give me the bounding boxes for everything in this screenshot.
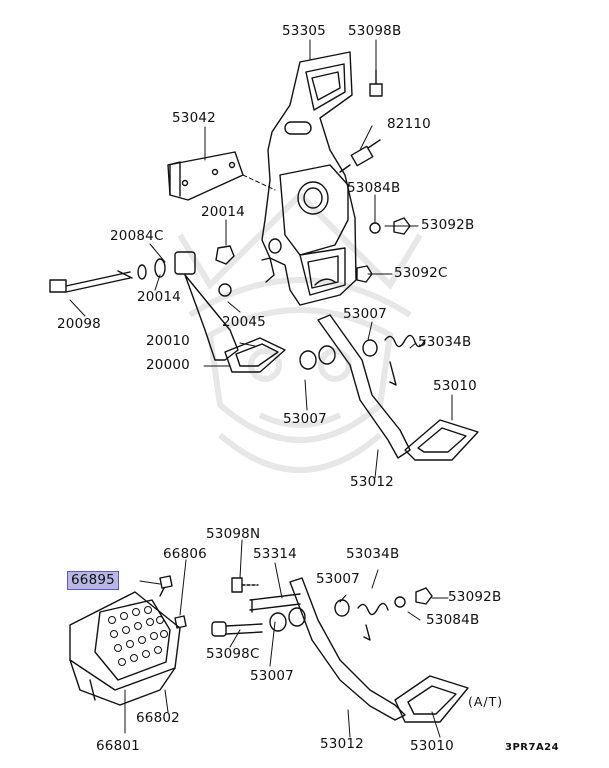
nut-53007-top: [362, 339, 378, 357]
switch-82110: [339, 139, 381, 173]
label-66806[interactable]: 66806: [163, 546, 207, 562]
spring-53034b-top: [384, 334, 426, 386]
label-53098c[interactable]: 53098C: [206, 646, 260, 662]
bolt-53098b-top: [369, 69, 383, 97]
label-53034b-bottom[interactable]: 53034B: [346, 546, 400, 562]
nut-20014-top: [215, 245, 235, 265]
label-53007-b[interactable]: 53007: [283, 411, 327, 427]
nut-53092b-top: [393, 217, 411, 235]
samurai-helmet-watermark-icon: [177, 192, 423, 473]
pin-53098c: [211, 621, 263, 637]
label-53092c[interactable]: 53092C: [394, 265, 448, 281]
nut-53007-bottom: [334, 599, 350, 617]
bracket-53042: [167, 151, 276, 201]
leader-lines-bottom: [124, 539, 449, 738]
nut-53084b-bottom: [394, 596, 406, 608]
label-53012-bottom[interactable]: 53012: [320, 736, 364, 752]
label-20014-a[interactable]: 20014: [201, 204, 245, 220]
leader-lines-top: [69, 39, 453, 479]
label-53007-a[interactable]: 53007: [343, 306, 387, 322]
label-66801[interactable]: 66801: [96, 738, 140, 754]
label-20014-b[interactable]: 20014: [137, 289, 181, 305]
label-66895-highlighted[interactable]: 66895: [67, 571, 119, 590]
label-53034b-top[interactable]: 53034B: [418, 334, 472, 350]
nut-53084b-top: [369, 222, 381, 234]
label-20084c[interactable]: 20084C: [110, 228, 164, 244]
label-82110[interactable]: 82110: [387, 116, 431, 132]
label-53092b-bottom[interactable]: 53092B: [448, 589, 502, 605]
nut-53092b-bottom: [415, 587, 433, 605]
label-53098b-top[interactable]: 53098B: [348, 23, 402, 39]
spring-53034b-bottom: [357, 602, 389, 641]
pin-20045: [218, 283, 232, 297]
label-53098n[interactable]: 53098N: [206, 526, 261, 542]
label-20098[interactable]: 20098: [57, 316, 101, 332]
bolt-53098n: [231, 577, 259, 593]
label-53092b-top[interactable]: 53092B: [421, 217, 475, 233]
label-53084b-bottom[interactable]: 53084B: [426, 612, 480, 628]
shaft-53314: [249, 593, 301, 613]
bolt-20098: [49, 270, 133, 293]
label-20045[interactable]: 20045: [222, 314, 266, 330]
clip-66806: [174, 615, 187, 629]
label-53007-c[interactable]: 53007: [316, 571, 360, 587]
label-53084b-top[interactable]: 53084B: [347, 180, 401, 196]
label-53010-bottom[interactable]: 53010: [410, 738, 454, 754]
transmission-note: (A/T): [468, 694, 504, 709]
pedal-53012-top: [299, 314, 479, 461]
washer-20084c: [137, 264, 147, 280]
label-53010-top[interactable]: 53010: [433, 378, 477, 394]
pedal-53012-bottom: [269, 577, 469, 723]
label-20000[interactable]: 20000: [146, 357, 190, 373]
nut-53092c: [356, 265, 373, 283]
pedal-20000: [174, 251, 286, 373]
label-66802[interactable]: 66802: [136, 710, 180, 726]
label-53314[interactable]: 53314: [253, 546, 297, 562]
label-20010[interactable]: 20010: [146, 333, 190, 349]
bushing-20014: [154, 258, 166, 278]
screw-66895: [159, 575, 173, 597]
pedal-pad-66802: [69, 591, 181, 706]
label-53305[interactable]: 53305: [282, 23, 326, 39]
label-53042[interactable]: 53042: [172, 110, 216, 126]
diagram-ref-code: 3PR7A24: [505, 742, 560, 753]
label-53007-d[interactable]: 53007: [250, 668, 294, 684]
label-53012-top[interactable]: 53012: [350, 474, 394, 490]
pedal-bracket-upper: [261, 51, 357, 306]
